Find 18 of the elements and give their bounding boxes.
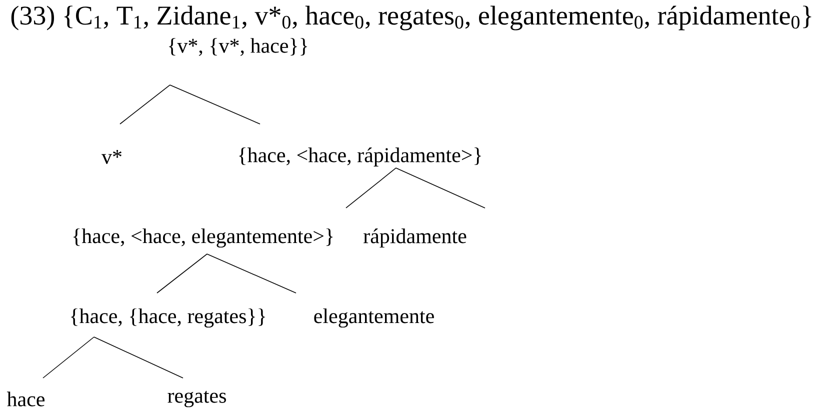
tree-node-label: hace [6,392,44,406]
tree-branch-line [170,84,260,124]
example-heading: (33) {C$_{1}$, T$_{1}$, Zidane$_{1}$, v*$_{0}$, hace$_{0}$, regates$_{0}$, elegantemente$_{0}$, rápidamente$_{0}$} [11,6,812,30]
tree-branch-line [120,84,170,124]
tree-node-label: {hace, <hace, elegantemente>} [73,228,333,248]
tree-branch-line [42,336,94,378]
tree-node-label: rápidamente [364,228,466,248]
tree-node-label: {hace, {hace, regates}} [71,308,265,328]
tree-branch-line [396,168,486,208]
tree-node-label: {v*, {v*, hace}} [169,38,307,56]
tree-branch-line [156,254,208,294]
tree-branch-line [206,254,296,294]
tree-branch-line [346,168,396,208]
tree-branch-line [94,336,184,378]
tree-node-label: regates [168,390,226,408]
tree-node-label: elegantemente [314,308,434,328]
tree-node-label: v* [102,150,122,164]
tree-node-label: {hace, <hace, rápidamente>} [239,147,481,167]
